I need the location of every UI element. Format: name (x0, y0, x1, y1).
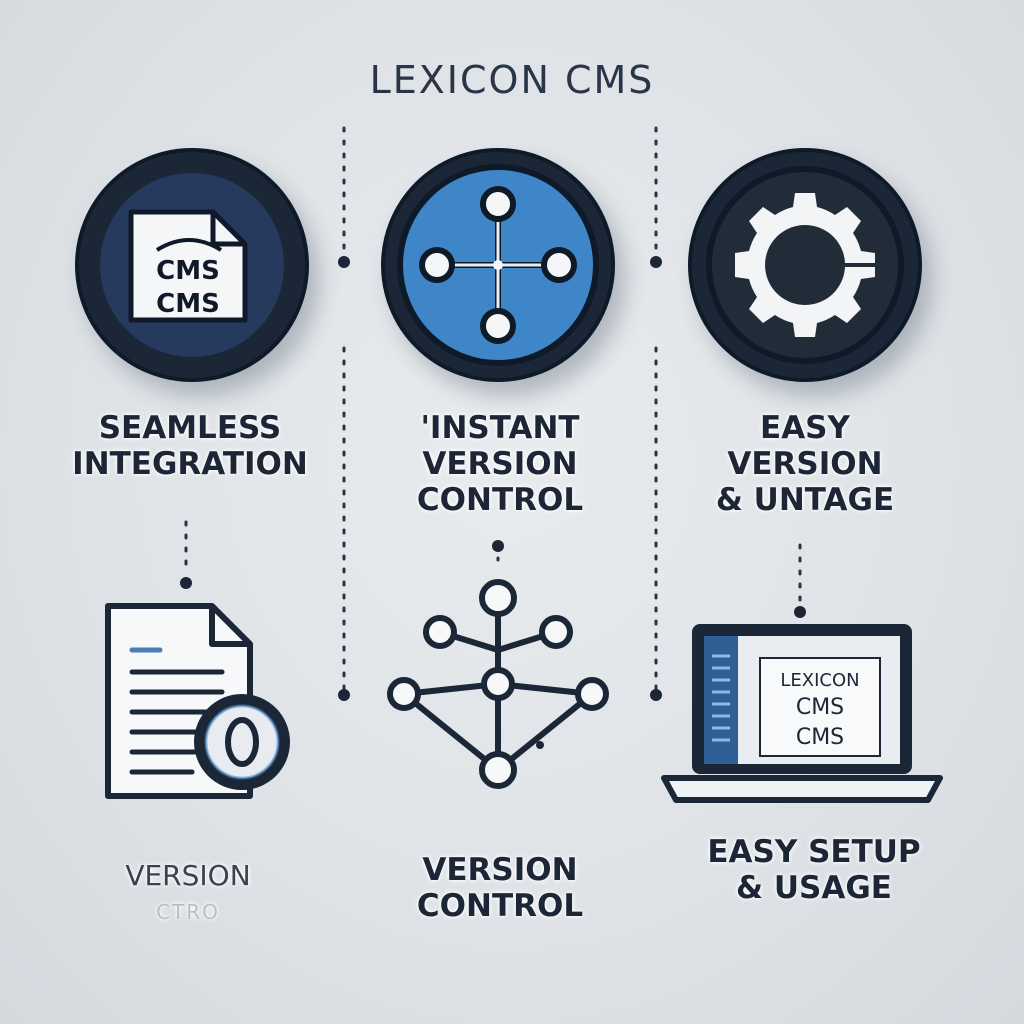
doc-text-2: CMS (156, 289, 220, 319)
integration-circle: CMS CMS (75, 148, 309, 382)
gear-circle (688, 148, 922, 382)
network-nodes-icon (397, 164, 599, 366)
label-instant-version-control: 'INSTANT VERSION CONTROL (416, 410, 584, 518)
laptop-screen-text-2: CMS (796, 695, 844, 720)
label-version-control: VERSION CONTROL (416, 852, 584, 924)
document-lens-icon (105, 603, 290, 799)
network-circle (381, 148, 615, 382)
page-title: LEXICON CMS (369, 58, 655, 102)
laptop-screen-text-1: LEXICON (780, 670, 859, 691)
label-easy-setup-usage: EASY SETUP & USAGE (707, 834, 921, 906)
label-seamless-integration: SEAMLESS INTEGRATION (72, 410, 308, 482)
gear-icon (706, 166, 904, 364)
label-version-ctro: VERSION CTRO (125, 859, 251, 924)
cms-document-icon: CMS CMS (100, 173, 284, 357)
label-easy-version-untage: EASY VERSION & UNTAGE (715, 410, 895, 518)
doc-text-1: CMS (156, 256, 220, 286)
laptop-screen-text-3: CMS (796, 725, 844, 750)
laptop-icon: LEXICON CMS CMS (661, 624, 943, 803)
